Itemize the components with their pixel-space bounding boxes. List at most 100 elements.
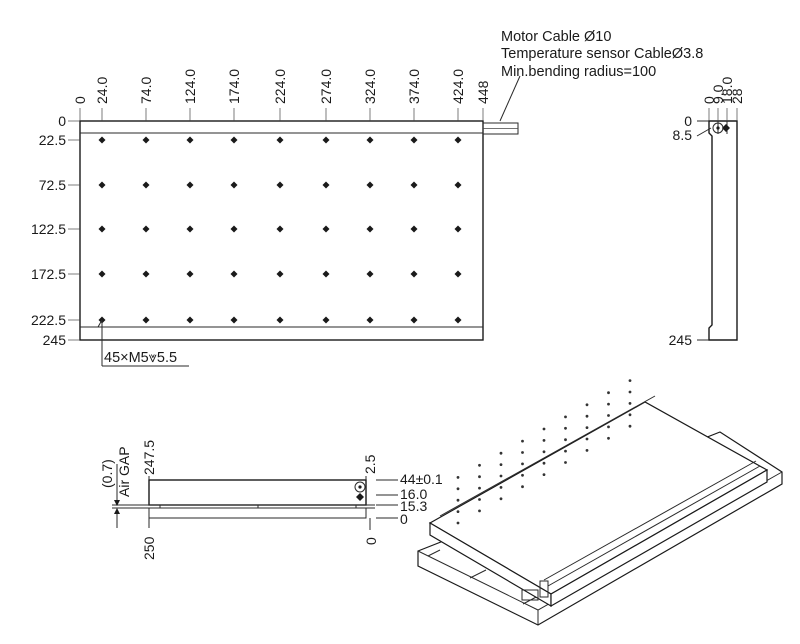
- mounting-hole-29: [186, 270, 194, 278]
- mounting-hole-42: [366, 316, 374, 324]
- iso-hole-10: [499, 497, 503, 501]
- front-right-label-2: 16.0: [400, 486, 427, 502]
- iso-hole-11: [499, 486, 503, 489]
- top-view-plate: [79, 120, 484, 341]
- front-right-label-4: 0: [400, 511, 408, 527]
- iso-hole-34: [585, 403, 589, 407]
- mounting-hole-34: [410, 270, 418, 278]
- mounting-hole-35: [454, 270, 462, 278]
- mounting-hole-21: [230, 225, 238, 233]
- iso-hole-16: [521, 473, 524, 477]
- iso-hole-28: [564, 426, 567, 430]
- top-x-label-9: 424.0: [450, 69, 466, 104]
- mounting-hole-17: [454, 181, 462, 189]
- mounting-hole-40: [276, 316, 284, 324]
- front-left-label-2: 247.5: [141, 440, 157, 475]
- mounting-hole-6: [366, 136, 374, 144]
- mounting-hole-14: [322, 181, 330, 189]
- side-view: 09.018.028 0 8.5 245: [669, 77, 745, 348]
- side-x-label-3: 28: [729, 88, 745, 104]
- mounting-hole-39: [230, 316, 238, 324]
- iso-hole-23: [542, 439, 546, 442]
- iso-hole-6: [478, 498, 481, 501]
- iso-hole-15: [521, 485, 524, 489]
- iso-hole-30: [585, 449, 589, 452]
- mounting-hole-8: [454, 136, 462, 144]
- iso-hole-33: [585, 414, 589, 418]
- front-right-label-5: 0: [363, 537, 379, 545]
- iso-hole-35: [607, 436, 610, 440]
- isometric-view: [417, 379, 783, 626]
- mounting-hole-13: [276, 181, 284, 189]
- mounting-hole-24: [366, 225, 374, 233]
- side-x-label-2: 18.0: [719, 77, 735, 104]
- mounting-hole-37: [142, 316, 150, 324]
- iso-hole-41: [628, 413, 632, 417]
- mounting-hole-30: [230, 270, 238, 278]
- top-x-label-0: 0: [72, 96, 88, 104]
- iso-hole-44: [628, 379, 632, 382]
- iso-hole-20: [542, 473, 546, 476]
- iso-hole-9: [478, 463, 481, 467]
- mounting-hole-31: [276, 270, 284, 278]
- mounting-hole-43: [410, 316, 418, 324]
- mounting-hole-20: [186, 225, 194, 233]
- front-left-label-1: Air GAP: [116, 446, 132, 497]
- mounting-hole-19: [142, 225, 150, 233]
- front-right-label-1: 44±0.1: [400, 471, 443, 487]
- top-x-label-8: 374.0: [406, 69, 422, 104]
- iso-hole-8: [478, 475, 481, 479]
- iso-hole-42: [628, 402, 632, 405]
- iso-hole-18: [521, 451, 524, 454]
- top-y-label-5: 222.5: [31, 312, 66, 328]
- front-view-mover: [148, 479, 367, 506]
- iso-hole-0: [456, 521, 460, 525]
- top-y-label-3: 122.5: [31, 221, 66, 237]
- top-x-label-1: 24.0: [94, 77, 110, 104]
- cable-note-line-1: Motor Cable Ø10: [501, 29, 611, 45]
- mounting-hole-16: [410, 181, 418, 189]
- cable-port-inner: [716, 126, 720, 130]
- mounting-hole-2: [186, 136, 194, 144]
- iso-hole-7: [478, 486, 481, 490]
- front-left-label-0: (0.7): [99, 459, 115, 488]
- mounting-hole-12: [230, 181, 238, 189]
- front-right-label-3: 15.3: [400, 498, 427, 514]
- top-x-label-3: 124.0: [182, 69, 198, 104]
- iso-hole-19: [521, 439, 524, 443]
- mounting-hole-5: [322, 136, 330, 144]
- iso-hole-29: [564, 415, 567, 419]
- top-y-label-6: 245: [43, 332, 67, 348]
- mounting-hole-7: [410, 136, 418, 144]
- top-x-label-7: 324.0: [362, 69, 378, 104]
- iso-hole-36: [607, 425, 610, 429]
- top-y-label-1: 22.5: [39, 132, 66, 148]
- mounting-hole-25: [410, 225, 418, 233]
- iso-hole-13: [499, 463, 503, 466]
- iso-hole-26: [564, 449, 567, 453]
- side-x-label-1: 9.0: [710, 84, 726, 104]
- iso-hole-5: [478, 509, 481, 513]
- side-view-x-dimensions: 09.018.028: [701, 77, 745, 121]
- side-y-label-2: 245: [669, 332, 693, 348]
- mounting-hole-4: [276, 136, 284, 144]
- iso-hole-24: [542, 427, 546, 431]
- front-view: (0.7) Air GAP 247.5 250 2.5 44±0.1 16.0 …: [99, 440, 443, 560]
- top-x-label-2: 74.0: [138, 77, 154, 104]
- iso-hole-38: [607, 402, 610, 406]
- top-y-label-4: 172.5: [31, 266, 66, 282]
- iso-hole-37: [607, 414, 610, 417]
- mounting-hole-38: [186, 316, 194, 324]
- mounting-hole-18: [98, 225, 106, 233]
- mounting-hole-22: [276, 225, 284, 233]
- iso-hole-43: [628, 390, 632, 394]
- isometric-holes: [456, 379, 632, 525]
- mounting-hole-32: [322, 270, 330, 278]
- top-x-label-10: 448: [475, 80, 491, 104]
- iso-hole-32: [585, 426, 589, 429]
- top-y-label-0: 0: [58, 113, 66, 129]
- mounting-hole-27: [98, 270, 106, 278]
